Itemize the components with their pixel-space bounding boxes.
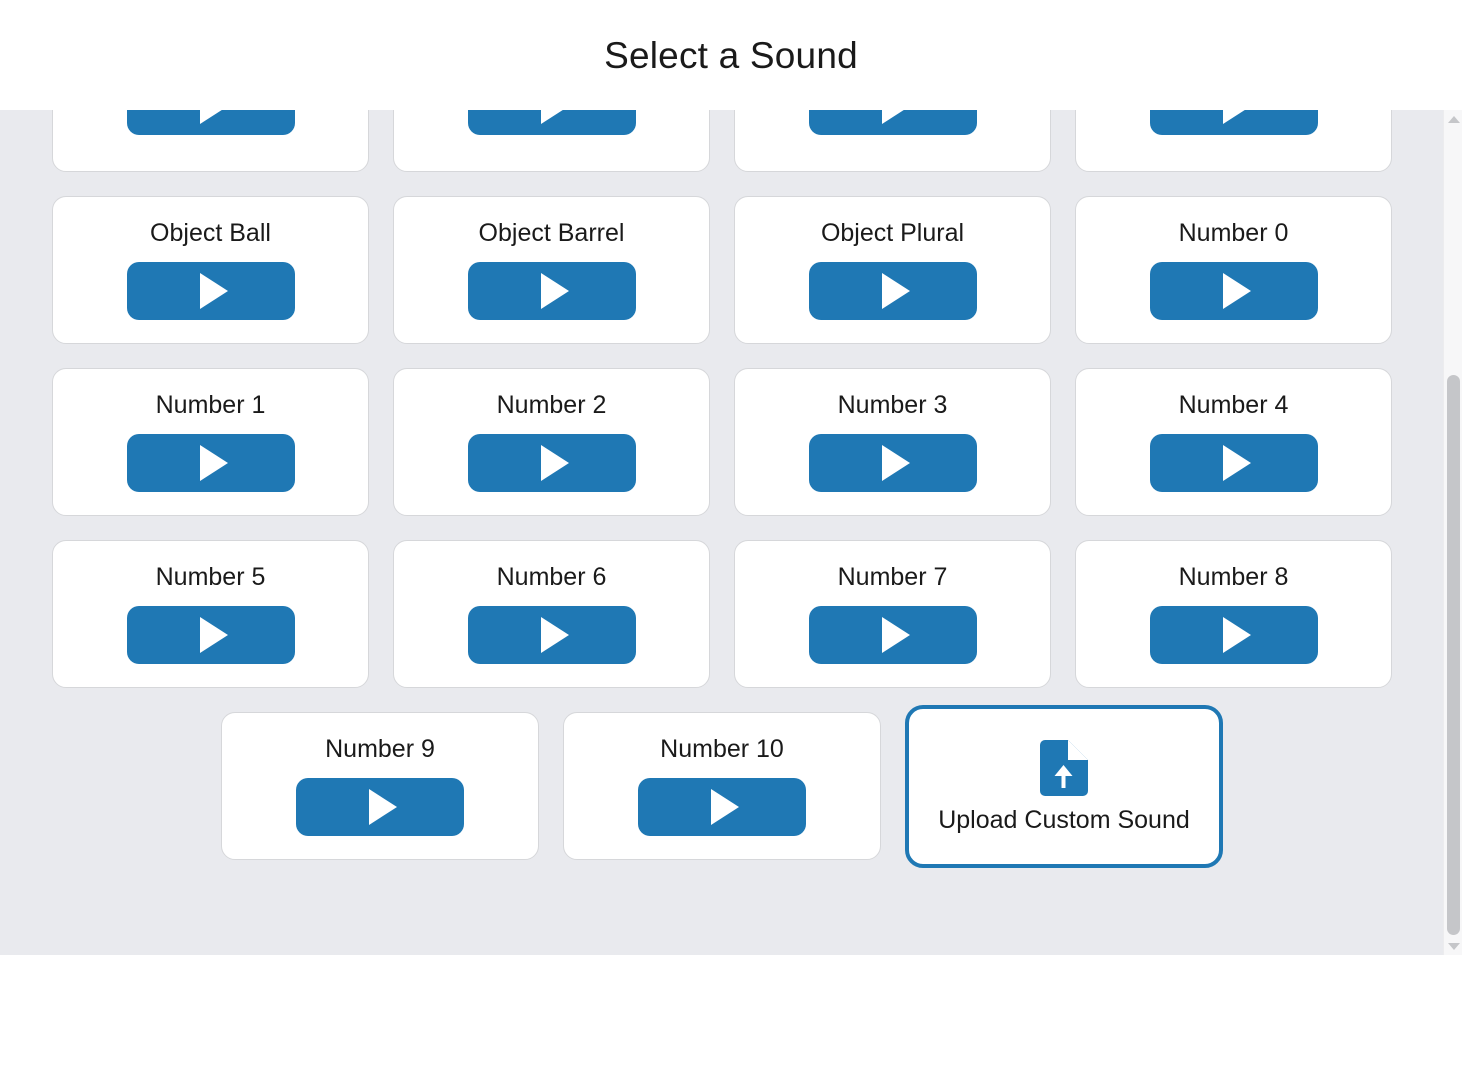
sound-card-label: Number 6 [496, 562, 607, 591]
sound-card[interactable]: Number 0 [1075, 196, 1392, 344]
sound-card[interactable] [1075, 110, 1392, 172]
sound-grid-row: Number 5 Number 6 Number 7 Number 8 [52, 540, 1392, 688]
play-button[interactable] [467, 605, 636, 664]
play-button[interactable] [1149, 261, 1318, 320]
play-button[interactable] [126, 110, 295, 135]
play-icon [1222, 110, 1251, 124]
play-button[interactable] [296, 777, 464, 836]
sound-card-label: Object Barrel [478, 218, 625, 247]
sound-card[interactable] [734, 110, 1051, 172]
play-button[interactable] [808, 433, 977, 492]
play-button[interactable] [126, 433, 295, 492]
play-button[interactable] [126, 605, 295, 664]
sound-card[interactable] [393, 110, 710, 172]
play-icon [881, 110, 910, 124]
scroll-up-arrow-icon[interactable] [1444, 110, 1462, 128]
play-icon [881, 444, 910, 481]
play-button[interactable] [808, 110, 977, 135]
sound-card-label: Number 10 [660, 734, 784, 763]
scrollbar-thumb[interactable] [1447, 375, 1460, 935]
play-icon [540, 444, 569, 481]
sound-card[interactable]: Number 1 [52, 368, 369, 516]
sound-card-label: Number 9 [325, 734, 435, 763]
sound-card[interactable]: Number 4 [1075, 368, 1392, 516]
play-icon [1222, 616, 1251, 653]
sound-card[interactable] [52, 110, 369, 172]
sound-card[interactable]: Object Barrel [393, 196, 710, 344]
play-icon [540, 272, 569, 309]
upload-custom-sound-card[interactable]: Upload Custom Sound [905, 705, 1223, 868]
sound-card-label: Number 2 [496, 390, 607, 419]
sound-card[interactable]: Object Plural [734, 196, 1051, 344]
play-button[interactable] [467, 433, 636, 492]
play-icon [199, 444, 228, 481]
file-upload-icon [1040, 740, 1088, 796]
play-button[interactable] [126, 261, 295, 320]
sound-card[interactable]: Number 2 [393, 368, 710, 516]
play-icon [1222, 444, 1251, 481]
sound-card[interactable]: Number 10 [563, 712, 881, 860]
vertical-scrollbar[interactable] [1443, 110, 1462, 955]
play-icon [199, 110, 228, 124]
play-icon [369, 788, 397, 825]
sound-grid-row: Object Ball Object Barrel Object Plural Num… [52, 196, 1392, 344]
sound-card-label: Number 1 [155, 390, 266, 419]
sound-card-label: Number 4 [1178, 390, 1289, 419]
sound-card-label: Number 5 [155, 562, 266, 591]
play-button[interactable] [638, 777, 806, 836]
play-icon [199, 616, 228, 653]
play-icon [540, 110, 569, 124]
sound-card-label: Number 0 [1178, 218, 1289, 247]
sound-grid-row [52, 110, 1392, 172]
play-button[interactable] [1149, 605, 1318, 664]
upload-custom-sound-label: Upload Custom Sound [938, 806, 1190, 834]
sound-card-label: Object Ball [150, 218, 271, 247]
play-icon [540, 616, 569, 653]
play-button[interactable] [808, 261, 977, 320]
play-button[interactable] [1149, 110, 1318, 135]
play-button[interactable] [467, 261, 636, 320]
play-icon [881, 272, 910, 309]
play-button[interactable] [1149, 433, 1318, 492]
sound-card[interactable]: Number 3 [734, 368, 1051, 516]
sound-grid-row: Number 1 Number 2 Number 3 Number 4 [52, 368, 1392, 516]
sound-card-label: Number 7 [837, 562, 948, 591]
sound-card[interactable]: Object Ball [52, 196, 369, 344]
sound-card-label: Number 3 [837, 390, 948, 419]
play-button[interactable] [467, 110, 636, 135]
play-icon [1222, 272, 1251, 309]
sound-card[interactable]: Number 6 [393, 540, 710, 688]
play-button[interactable] [808, 605, 977, 664]
page-title: Select a Sound [604, 34, 858, 76]
sound-card[interactable]: Number 5 [52, 540, 369, 688]
scroll-down-arrow-icon[interactable] [1444, 937, 1462, 955]
sound-card[interactable]: Number 8 [1075, 540, 1392, 688]
dialog-header: Select a Sound [0, 0, 1462, 110]
sound-card-label: Number 8 [1178, 562, 1289, 591]
play-icon [711, 788, 739, 825]
play-icon [881, 616, 910, 653]
sound-grid-row: Number 9 Number 10 Upload Custom Sound [52, 705, 1392, 868]
dialog-footer: Cancel Select File [0, 955, 1462, 1090]
sound-card[interactable]: Number 7 [734, 540, 1051, 688]
play-icon [199, 272, 228, 309]
sound-card[interactable]: Number 9 [221, 712, 539, 860]
sound-card-label: Object Plural [820, 218, 965, 247]
